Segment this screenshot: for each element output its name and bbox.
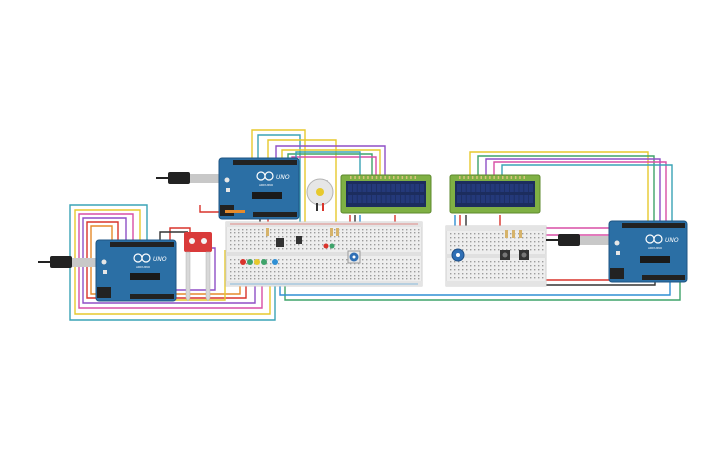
potentiometer-icon[interactable] xyxy=(451,248,465,262)
wire[interactable] xyxy=(159,231,188,240)
wire[interactable] xyxy=(477,155,655,222)
led[interactable] xyxy=(323,243,329,249)
potentiometer-icon[interactable] xyxy=(347,250,361,264)
pushbutton-icon[interactable] xyxy=(500,250,510,260)
lcd-display-right[interactable] xyxy=(449,174,541,214)
lcd-display-center[interactable] xyxy=(340,174,432,214)
wire[interactable] xyxy=(469,151,649,222)
led[interactable] xyxy=(272,259,278,265)
arduino-board-center[interactable]: UNO ARDUINO xyxy=(156,157,300,220)
wire[interactable] xyxy=(169,227,191,242)
resistors[interactable] xyxy=(266,228,522,238)
wire[interactable] xyxy=(501,164,673,222)
board-brand: UNO xyxy=(153,256,167,263)
board-brand: UNO xyxy=(665,237,679,244)
wire[interactable] xyxy=(540,282,656,286)
usb-cable-icon xyxy=(38,256,97,268)
led[interactable] xyxy=(247,259,253,265)
led[interactable] xyxy=(240,259,246,265)
wire[interactable] xyxy=(251,129,306,222)
led[interactable] xyxy=(254,259,260,265)
wire[interactable] xyxy=(287,153,373,175)
wire[interactable] xyxy=(493,161,667,222)
pushbutton-icon[interactable] xyxy=(519,250,529,260)
board-brand: UNO xyxy=(276,174,290,181)
wire[interactable] xyxy=(267,139,337,226)
wire[interactable] xyxy=(257,134,301,222)
usb-cable-icon xyxy=(546,234,610,246)
usb-cable-icon xyxy=(156,172,220,184)
wire[interactable] xyxy=(485,158,661,222)
led[interactable] xyxy=(261,259,267,265)
board-sub: ARDUINO xyxy=(136,265,151,269)
transistor[interactable] xyxy=(276,236,302,247)
board-sub: ARDUINO xyxy=(648,246,663,250)
dc-motor-icon[interactable] xyxy=(306,178,334,211)
arduino-board-left[interactable]: UNO ARDUINO xyxy=(38,239,177,302)
breadboard-center xyxy=(225,221,423,287)
led-row[interactable] xyxy=(240,243,335,266)
led[interactable] xyxy=(329,243,335,249)
wire[interactable] xyxy=(275,145,386,175)
wire[interactable] xyxy=(295,151,361,175)
breadboard-right xyxy=(445,225,547,287)
arduino-board-right[interactable]: UNO ARDUINO xyxy=(546,220,688,283)
breadboard-holes xyxy=(450,233,544,279)
soil-moisture-sensor[interactable] xyxy=(184,232,212,302)
board-sub: ARDUINO xyxy=(259,183,274,187)
wire[interactable] xyxy=(281,149,381,175)
wire[interactable] xyxy=(199,205,220,213)
